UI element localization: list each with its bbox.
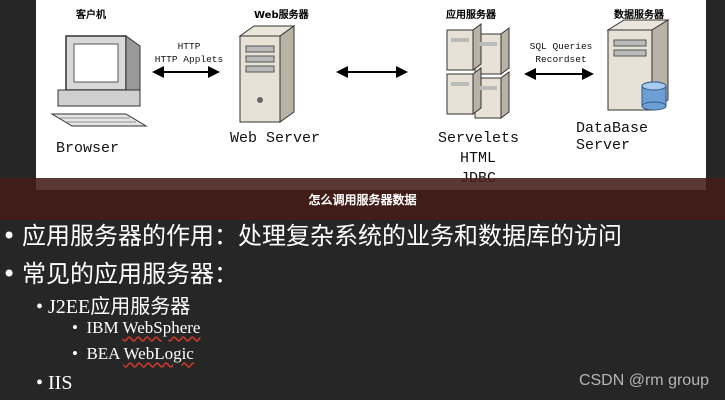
bullet-item-ibm: • IBM WebSphere [72,318,200,338]
sql-caption: SQL Queries Recordset [520,40,602,66]
bullet-dot-icon: • [36,296,49,318]
watermark: CSDN @rm group [578,372,709,389]
bullet-item-app-server-role: •应用服务器的作用：处理复杂系统的业务和数据库的访问 [2,216,622,251]
sql-queries-text: SQL Queries [529,41,593,52]
bullet-dot-icon: • [36,372,49,394]
bullet-dot-icon: • [72,318,87,337]
database-server-icon [606,19,670,111]
bullet-dot-icon: • [2,260,17,288]
bullet-item-iis: • IIS [36,372,72,395]
client-label: 客户机 [76,10,106,21]
recordset-text: Recordset [535,54,587,65]
bullet-item-bea: • BEA WebLogic [72,344,194,364]
app-server-cluster-icon [446,23,510,119]
browser-caption: Browser [56,140,120,157]
page-title: 怎么调用服务器数据 [308,192,417,207]
bullet-dot-icon: • [2,222,17,250]
db-server-caption: DataBase Server [576,120,649,154]
bullet-text-product: WebLogic [123,344,194,363]
bullet-text: BEA [86,344,124,363]
bullet-item-j2ee: • J2EE应用服务器 [36,290,190,319]
bullet-text-product: WebSphere [122,318,201,337]
web-server-caption: Web Server [230,130,321,147]
bullet-dot-icon: • [72,344,87,363]
computer-icon [50,35,148,127]
bullet-text: 应用服务器的作用：处理复杂系统的业务和数据库的访问 [22,222,622,250]
architecture-diagram: 客户机 Web服务器 应用服务器 数据服务器 [36,0,706,190]
bullet-text: IBM [86,318,123,337]
bullet-item-common-servers: •常见的应用服务器： [2,254,238,289]
bullet-text: IIS [48,372,73,394]
web-server-label: Web服务器 [254,10,309,21]
app-server-label: 应用服务器 [446,10,496,21]
connection-arrows [152,66,594,80]
web-server-icon [238,25,296,123]
db-server-label: 数据服务器 [614,10,664,21]
title-banner: 怎么调用服务器数据 [0,178,725,220]
html-caption: HTML [460,150,497,167]
bullet-text: J2EE应用服务器 [48,296,191,318]
http-text: HTTP [177,41,201,52]
bullet-text: 常见的应用服务器： [22,260,238,288]
servelets-caption: Servelets [438,130,520,147]
http-caption: HTTP HTTP Applets [144,40,234,66]
http-applets-text: HTTP Applets [154,54,224,65]
